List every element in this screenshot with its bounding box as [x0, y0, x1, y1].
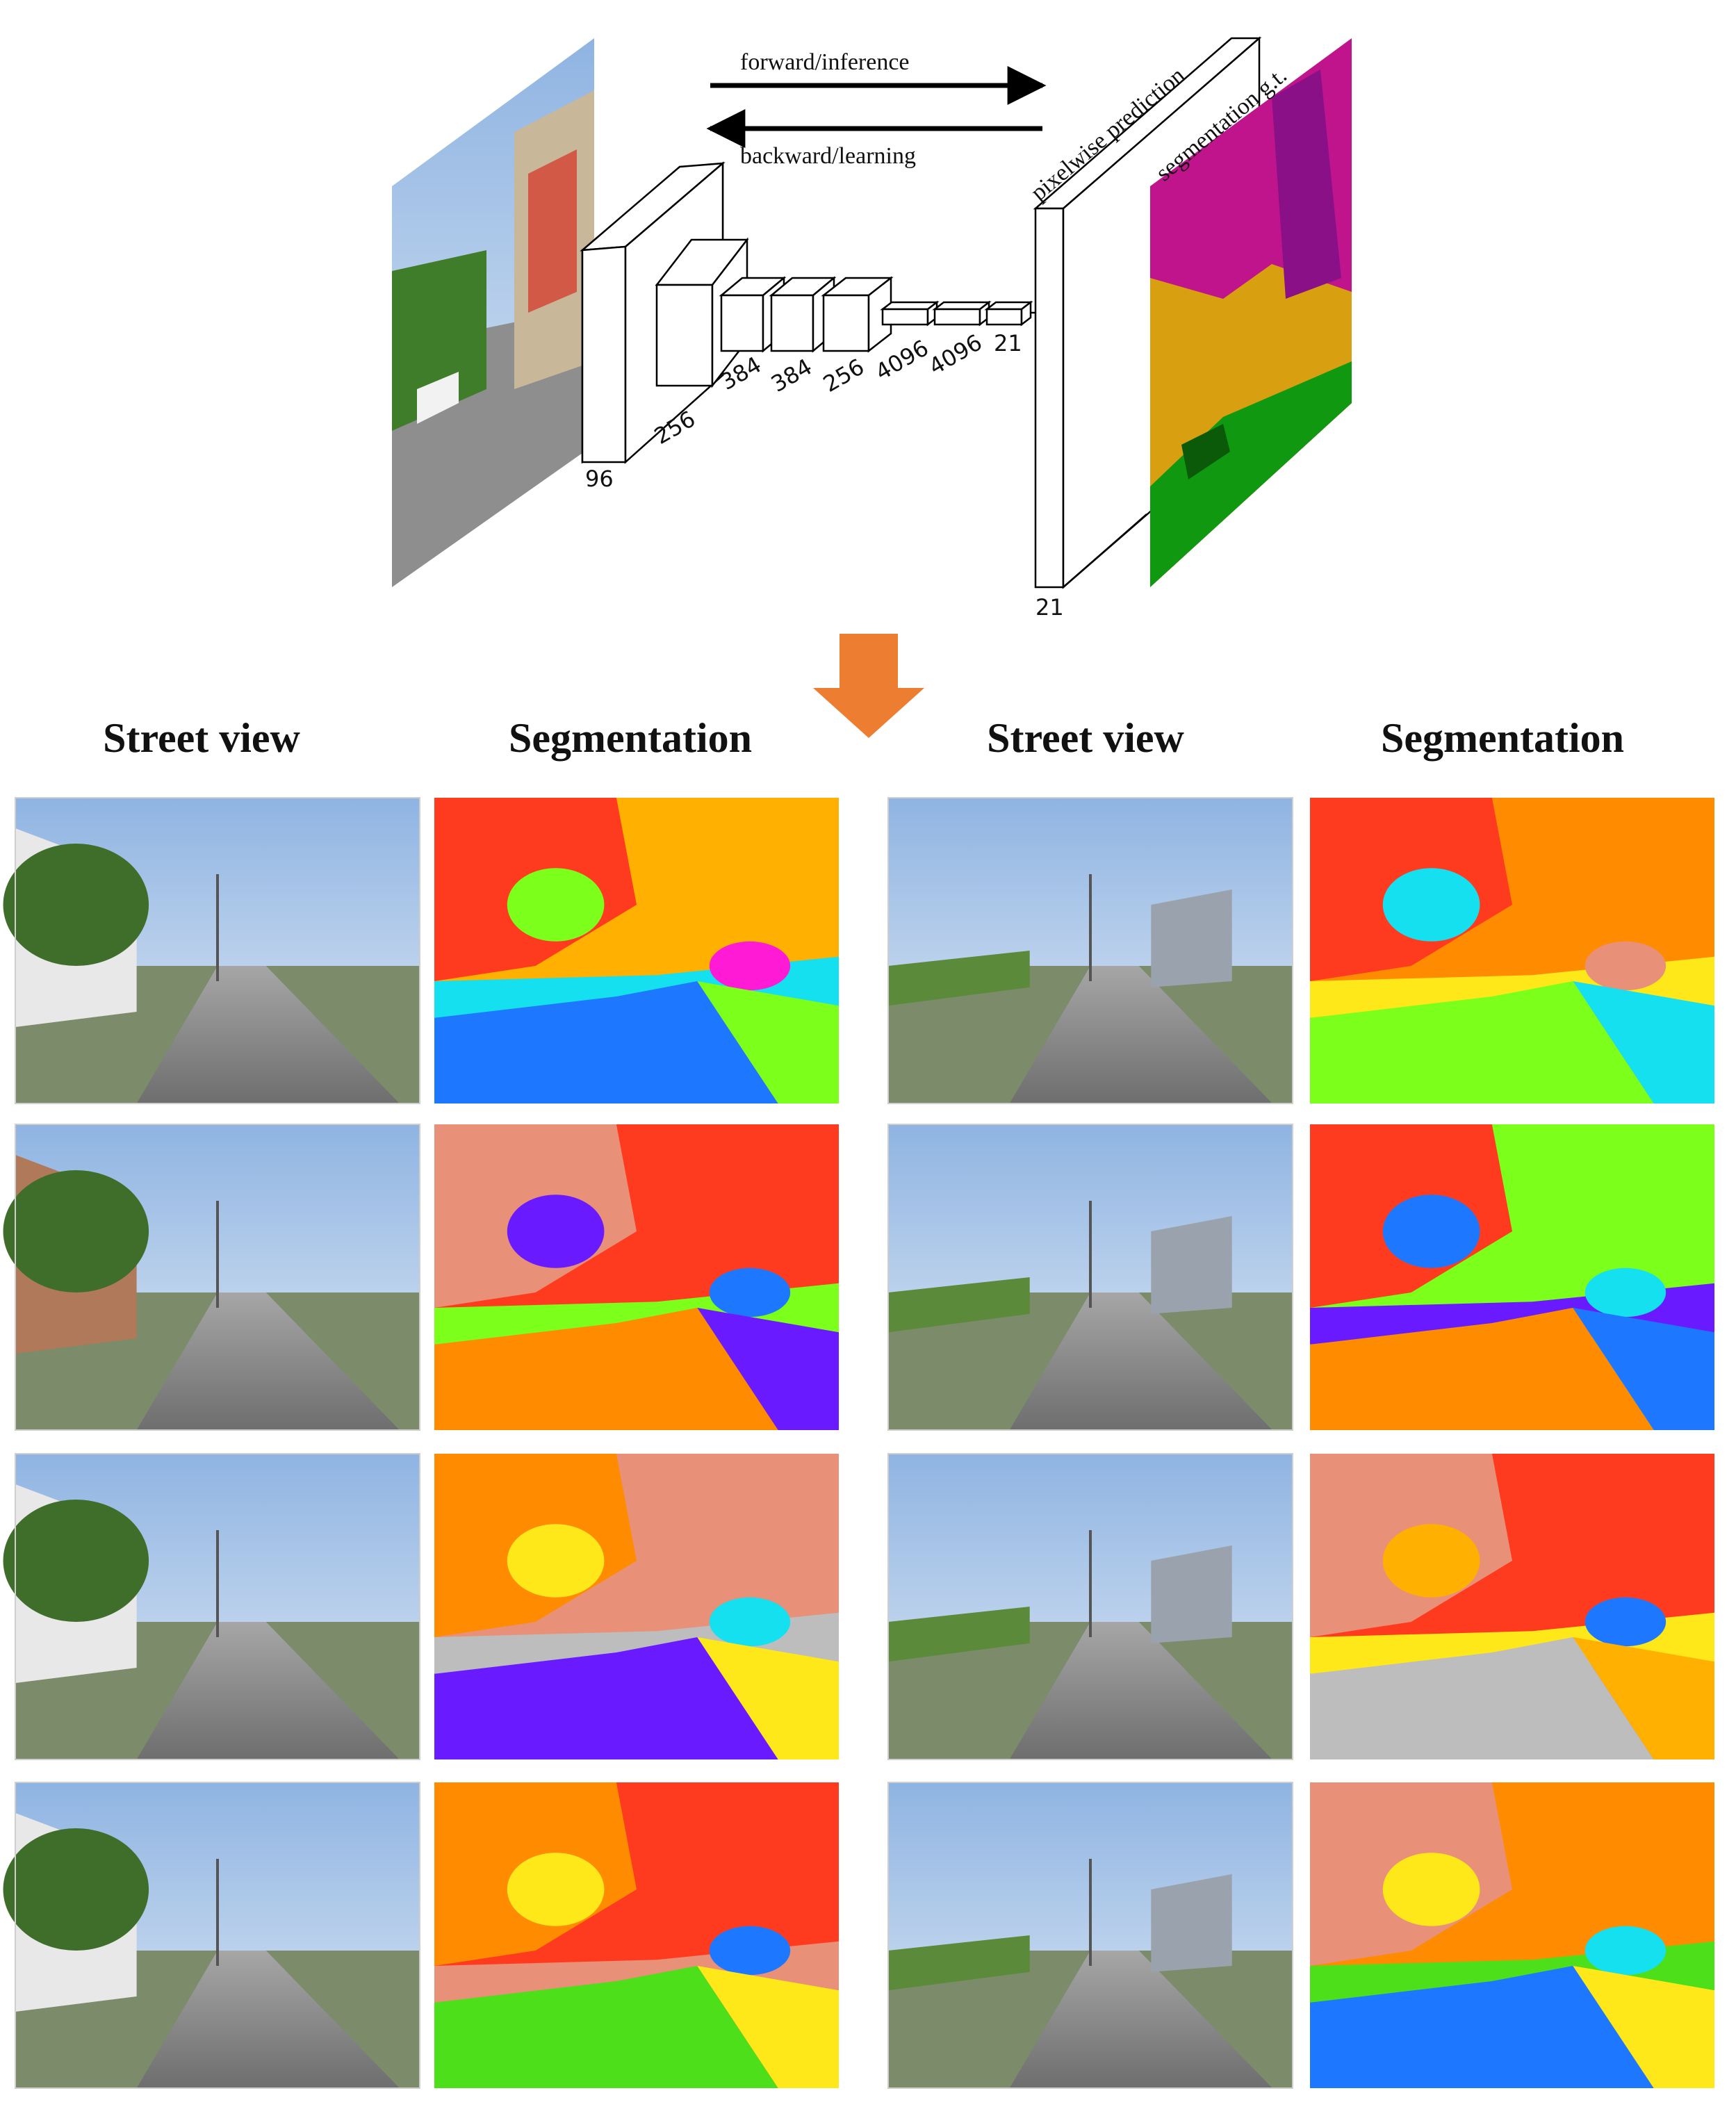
- street-view-image: [887, 797, 1293, 1104]
- segmentation-image: [1310, 1454, 1714, 1759]
- segmentation-image: [1310, 1124, 1714, 1430]
- segmentation-image: [434, 798, 839, 1103]
- output-size-label: 21: [1035, 594, 1064, 621]
- segmentation-image: [434, 1124, 839, 1430]
- street-view-image: [887, 1782, 1293, 2089]
- down-arrow: [813, 634, 924, 738]
- segmentation-image: [434, 1454, 839, 1759]
- fc-block-4096-a: [880, 300, 940, 327]
- layer-size-label: 256: [819, 353, 869, 397]
- street-view-image: [3, 1124, 420, 1431]
- example-grid: [3, 797, 1714, 2089]
- street-view-image: [887, 1453, 1293, 1760]
- conv-block-96: [580, 161, 726, 464]
- street-view-image: [3, 1453, 420, 1760]
- street-view-image: [3, 797, 420, 1104]
- segmentation-image: [434, 1782, 839, 2088]
- fc-block-4096-b: [932, 300, 992, 327]
- column-headers: Street view Segmentation Street view Seg…: [103, 715, 1624, 761]
- conv-block-384-a: [719, 276, 787, 353]
- segmentation-image: [1310, 798, 1714, 1103]
- segmentation-image: [1310, 1782, 1714, 2088]
- column-header: Segmentation: [1381, 715, 1624, 761]
- conv-block-256-b: [821, 276, 894, 353]
- fc-block-21: [984, 300, 1033, 327]
- fcn-architecture-diagram: forward/inference backward/learning pixe…: [392, 36, 1352, 738]
- layer-size-label: 96: [585, 466, 614, 492]
- segmentation-gt-image: [1150, 38, 1352, 587]
- forward-label: forward/inference: [740, 49, 910, 75]
- backward-label: backward/learning: [740, 143, 916, 169]
- layer-size-label: 21: [994, 330, 1022, 356]
- column-header: Street view: [103, 715, 300, 761]
- column-header: Street view: [987, 715, 1184, 761]
- column-header: Segmentation: [509, 715, 752, 761]
- conv-blocks: [580, 161, 1035, 464]
- layer-size-label: 4096: [924, 329, 987, 380]
- street-view-image: [887, 1124, 1293, 1431]
- input-street-image: [392, 38, 594, 587]
- street-view-image: [3, 1782, 420, 2089]
- layer-size-label: 384: [767, 353, 817, 397]
